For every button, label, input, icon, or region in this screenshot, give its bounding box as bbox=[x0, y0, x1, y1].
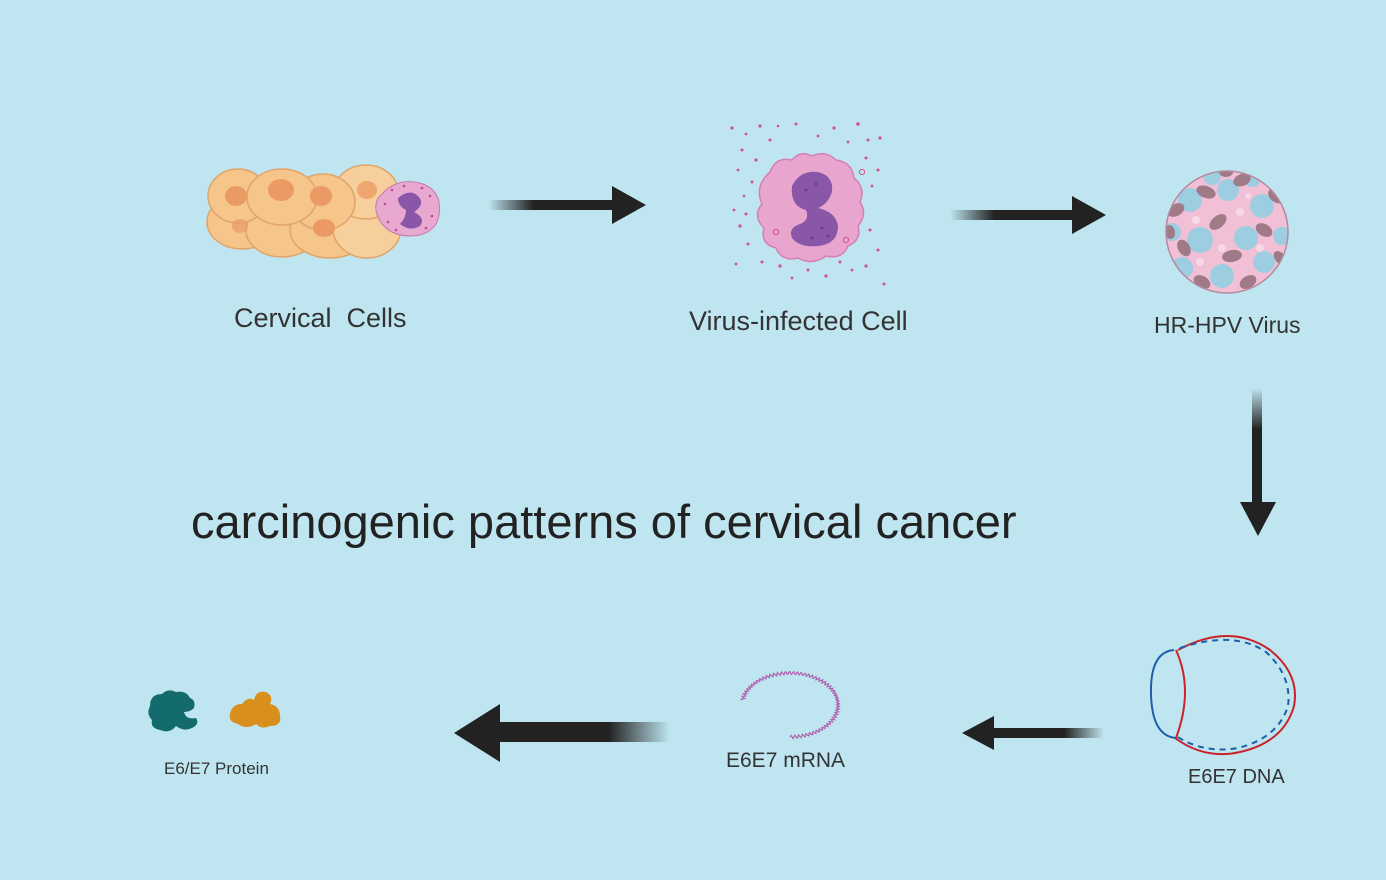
diagram-title: carcinogenic patterns of cervical cancer bbox=[191, 495, 1017, 548]
arrow-cells-to-infected bbox=[488, 186, 646, 224]
cervical-cells-label: Cervical Cells bbox=[234, 303, 407, 333]
arrow-mrna-to-protein bbox=[454, 704, 670, 762]
dna-plasmid-illustration bbox=[1149, 635, 1296, 756]
hpv-virus-illustration bbox=[1165, 170, 1289, 294]
arrow-dna-to-mrna bbox=[962, 716, 1104, 750]
e6e7-dna-label: E6E7 DNA bbox=[1188, 766, 1285, 788]
protein-illustration bbox=[148, 690, 281, 732]
virus-infected-cell-label: Virus-infected Cell bbox=[689, 306, 908, 336]
e6e7-protein-label: E6/E7 Protein bbox=[164, 759, 269, 778]
mrna-strand-illustration bbox=[739, 670, 841, 740]
hr-hpv-virus-label: HR-HPV Virus bbox=[1154, 312, 1301, 338]
arrow-infected-to-virus bbox=[950, 196, 1106, 234]
virus-particles bbox=[730, 122, 886, 286]
arrow-virus-to-dna bbox=[1240, 388, 1276, 536]
cervical-cells-illustration bbox=[206, 164, 441, 259]
e6e7-mrna-label: E6E7 mRNA bbox=[726, 749, 846, 772]
virus-infected-cell-illustration bbox=[730, 122, 886, 286]
